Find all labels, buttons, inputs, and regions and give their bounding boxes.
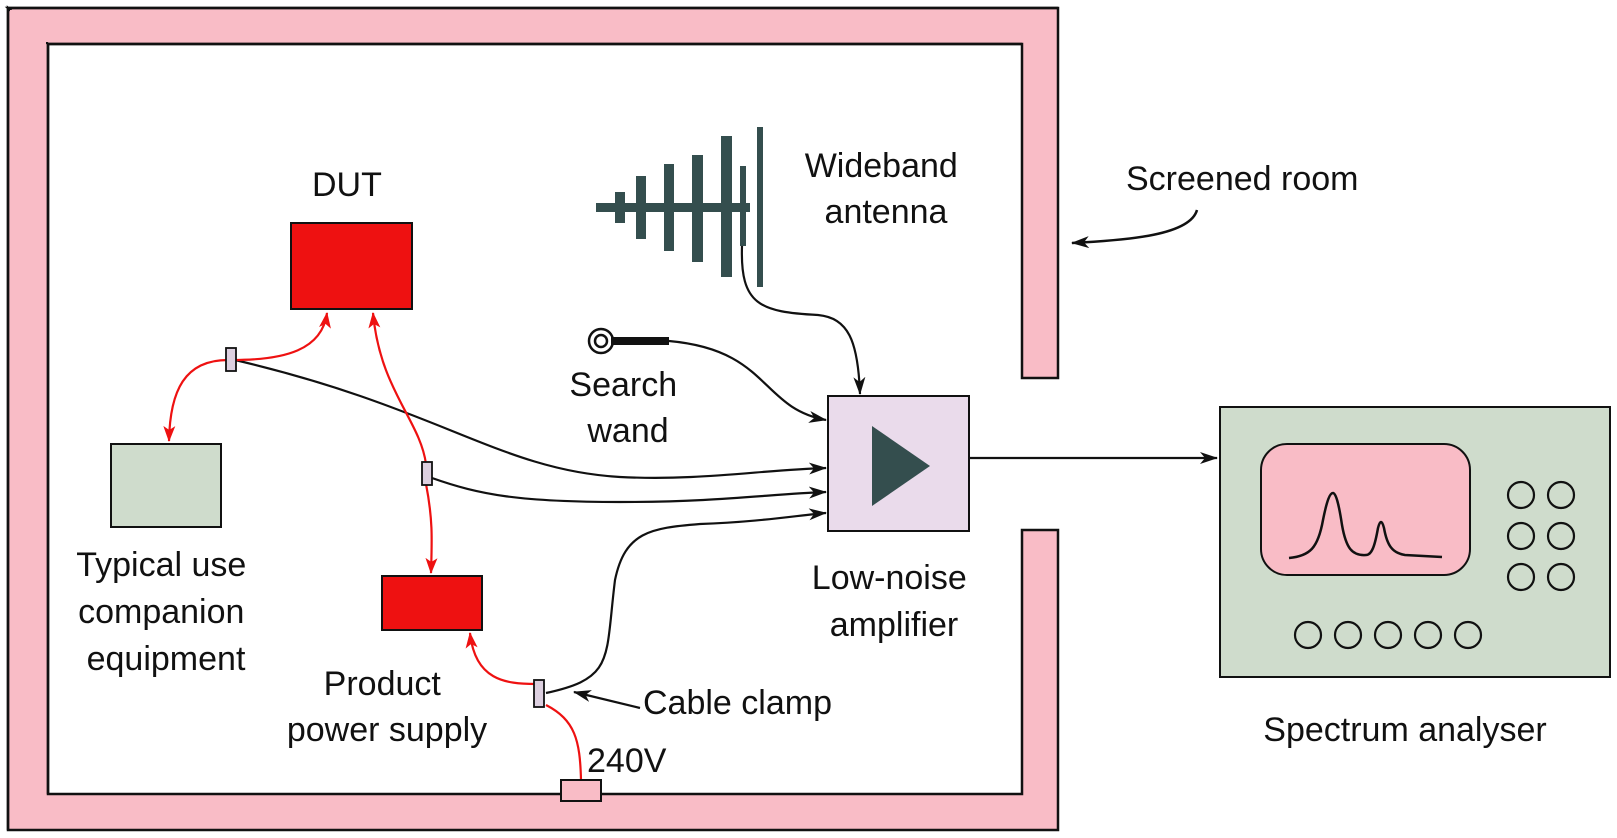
antenna-to-amplifier-cable bbox=[740, 245, 866, 395]
spectrum-analyser-label: Spectrum analyser bbox=[1263, 711, 1546, 749]
companion-from-dut-cable bbox=[163, 358, 229, 442]
cable-clamp-pointer bbox=[573, 690, 641, 710]
companion-label-line-1: Typical use bbox=[76, 546, 246, 584]
analyser-screen bbox=[1260, 443, 1471, 576]
mains-voltage-label: 240V bbox=[587, 742, 667, 780]
loop-probe-icon bbox=[587, 327, 669, 355]
companion-equipment-label: Typical use companion equipment bbox=[76, 546, 256, 678]
amplifier-label-line-1: Low-noise bbox=[812, 559, 967, 597]
cable-clamp-companion bbox=[225, 347, 237, 372]
power-supply-label: Product power supply bbox=[287, 665, 487, 749]
screened-room-pointer bbox=[1071, 209, 1199, 249]
companion-label-line-2: companion bbox=[78, 593, 244, 631]
power-supply-label-line-2: power supply bbox=[287, 711, 487, 749]
log-periodic-antenna-icon bbox=[596, 127, 763, 287]
antenna-label-line-1: Wideband bbox=[805, 147, 958, 185]
amplifier-label: Low-noise amplifier bbox=[812, 559, 976, 644]
dut-label: DUT bbox=[312, 166, 382, 204]
wand-to-amplifier-cable bbox=[668, 339, 827, 423]
spectrum-trace bbox=[1288, 491, 1443, 560]
supply-mains-cable-lower bbox=[545, 704, 583, 781]
supply-mains-cable-upper bbox=[465, 632, 537, 686]
companion-clamp-to-amplifier-cable bbox=[234, 358, 827, 479]
cable-clamp-mains bbox=[533, 679, 545, 708]
analyser-knobs bbox=[1293, 480, 1576, 650]
search-wand-label-line-2: wand bbox=[586, 412, 668, 450]
cable-clamp-label: Cable clamp bbox=[643, 684, 832, 722]
companion-label-line-3: equipment bbox=[87, 640, 246, 678]
mains-clamp-to-amplifier-cable bbox=[545, 508, 827, 695]
dut-clamp-to-amplifier-cable bbox=[431, 476, 827, 504]
spectrum-analyser bbox=[1219, 406, 1611, 678]
dut-to-supply-cable-upper bbox=[368, 312, 428, 465]
search-wand-label-line-1: Search bbox=[569, 366, 677, 404]
search-wand-label: Search wand bbox=[569, 366, 686, 450]
power-supply-box bbox=[381, 575, 483, 631]
companion-equipment-box bbox=[110, 443, 222, 528]
dut-to-companion-cable bbox=[232, 312, 331, 362]
room-wall-top-fill bbox=[10, 10, 1056, 42]
dut-box bbox=[290, 222, 413, 310]
power-supply-label-line-1: Product bbox=[324, 665, 442, 703]
play-triangle-icon bbox=[872, 426, 930, 506]
dut-to-supply-cable-lower bbox=[424, 483, 438, 574]
amplifier-label-line-2: amplifier bbox=[830, 606, 958, 644]
cable-clamp-dut bbox=[421, 461, 433, 486]
screened-room bbox=[4, 5, 1060, 832]
red-cables bbox=[163, 312, 583, 781]
wideband-antenna-label: Wideband antenna bbox=[805, 147, 968, 231]
room-wall-left-fill bbox=[10, 10, 46, 828]
antenna-label-line-2: antenna bbox=[825, 193, 948, 231]
screened-room-label: Screened room bbox=[1126, 160, 1358, 198]
black-cables bbox=[234, 245, 1218, 710]
mains-feedthrough bbox=[560, 779, 602, 802]
